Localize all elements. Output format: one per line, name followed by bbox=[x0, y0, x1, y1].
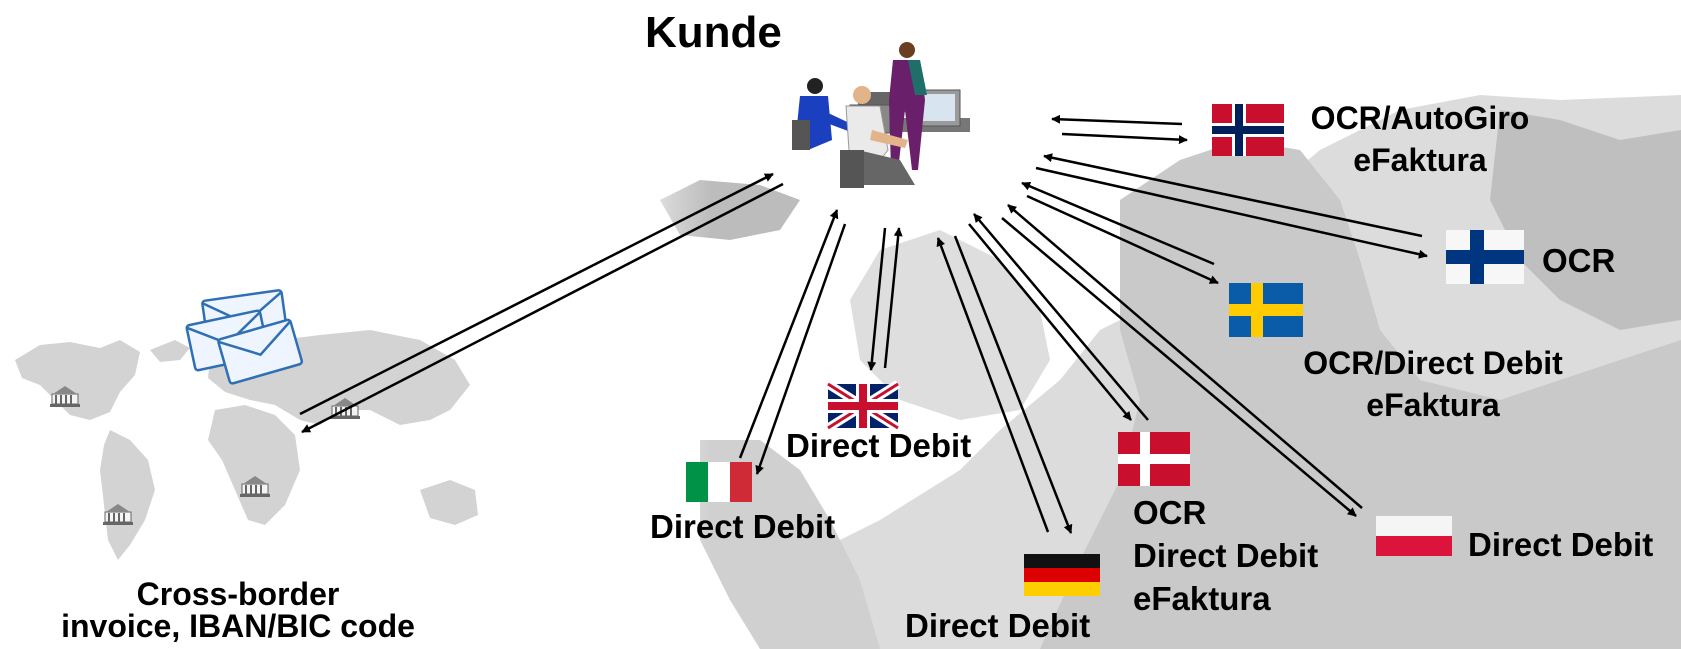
bank-icon-africa bbox=[240, 476, 270, 497]
sweden-label-line-2: eFaktura bbox=[1366, 386, 1500, 423]
denmark-flag-icon bbox=[1118, 432, 1190, 486]
poland-label-line-1: Direct Debit bbox=[1468, 526, 1654, 563]
cross-border-line-1: Cross-border bbox=[136, 576, 340, 612]
arrow-poland-to-customer bbox=[1007, 204, 1363, 509]
arrow-sweden-to-customer bbox=[1021, 181, 1215, 266]
norway-flag-icon bbox=[1212, 104, 1284, 156]
arrow-customer-to-germany bbox=[953, 235, 1073, 534]
finland-flag-icon bbox=[1446, 230, 1524, 284]
arrow-finland-to-customer bbox=[1043, 153, 1423, 238]
cross-border-line-2: invoice, IBAN/BIC code bbox=[61, 608, 415, 644]
arrow-italy-to-customer bbox=[738, 209, 839, 459]
arrow-customer-to-finland bbox=[1035, 166, 1428, 259]
poland-flag-icon bbox=[1376, 516, 1452, 556]
norway-label-line-1: OCR/AutoGiro bbox=[1310, 100, 1530, 136]
denmark-label-line-1: OCR bbox=[1133, 494, 1207, 531]
arrows bbox=[299, 114, 1428, 534]
uk-label-line-1: Direct Debit bbox=[786, 427, 972, 464]
denmark-label: OCR Direct Debit eFaktura bbox=[1133, 492, 1318, 621]
italy-label-line-1: Direct Debit bbox=[650, 508, 836, 545]
bank-icon-south-america bbox=[103, 504, 133, 525]
arrow-customer-to-poland bbox=[1001, 217, 1357, 517]
germany-label-line-1: Direct Debit bbox=[905, 607, 1091, 644]
arrow-norway-to-customer bbox=[1051, 114, 1183, 126]
arrow-world-to-customer bbox=[299, 172, 774, 416]
finland-label: OCR bbox=[1542, 242, 1616, 280]
norway-label: OCR/AutoGiro eFaktura bbox=[1300, 98, 1540, 181]
poland-label: Direct Debit bbox=[1468, 526, 1654, 564]
arrow-customer-to-uk bbox=[867, 227, 887, 371]
customer-title: Kunde bbox=[645, 8, 782, 57]
cross-border-label: Cross-border invoice, IBAN/BIC code bbox=[18, 578, 458, 642]
arrow-customer-to-italy bbox=[755, 223, 847, 475]
arrow-uk-to-customer bbox=[883, 227, 903, 369]
italy-flag-icon bbox=[686, 462, 752, 502]
uk-flag-icon bbox=[825, 380, 901, 432]
bank-icon-north-america bbox=[50, 386, 80, 407]
germany-flag-icon bbox=[1024, 554, 1100, 596]
sweden-label-line-1: OCR/Direct Debit bbox=[1303, 345, 1563, 381]
italy-label: Direct Debit bbox=[650, 508, 836, 546]
denmark-label-line-3: eFaktura bbox=[1133, 579, 1271, 617]
arrow-customer-to-denmark bbox=[968, 223, 1132, 421]
arrow-customer-to-world bbox=[301, 182, 784, 434]
germany-label: Direct Debit bbox=[905, 607, 1091, 645]
finland-label-line-1: OCR bbox=[1542, 242, 1616, 279]
customer-office-icon bbox=[792, 42, 970, 188]
envelopes-icon bbox=[185, 289, 304, 385]
uk-label: Direct Debit bbox=[786, 427, 972, 465]
denmark-label-line-2: Direct Debit bbox=[1133, 536, 1319, 574]
arrow-customer-to-norway bbox=[1061, 132, 1188, 145]
arrow-denmark-to-customer bbox=[973, 213, 1149, 421]
sweden-flag-icon bbox=[1229, 283, 1303, 337]
norway-label-line-2: eFaktura bbox=[1353, 141, 1487, 178]
arrow-germany-to-customer bbox=[936, 237, 1050, 533]
sweden-label: OCR/Direct Debit eFaktura bbox=[1278, 343, 1588, 426]
arrow-customer-to-sweden bbox=[1026, 194, 1219, 285]
world-map bbox=[15, 330, 478, 560]
